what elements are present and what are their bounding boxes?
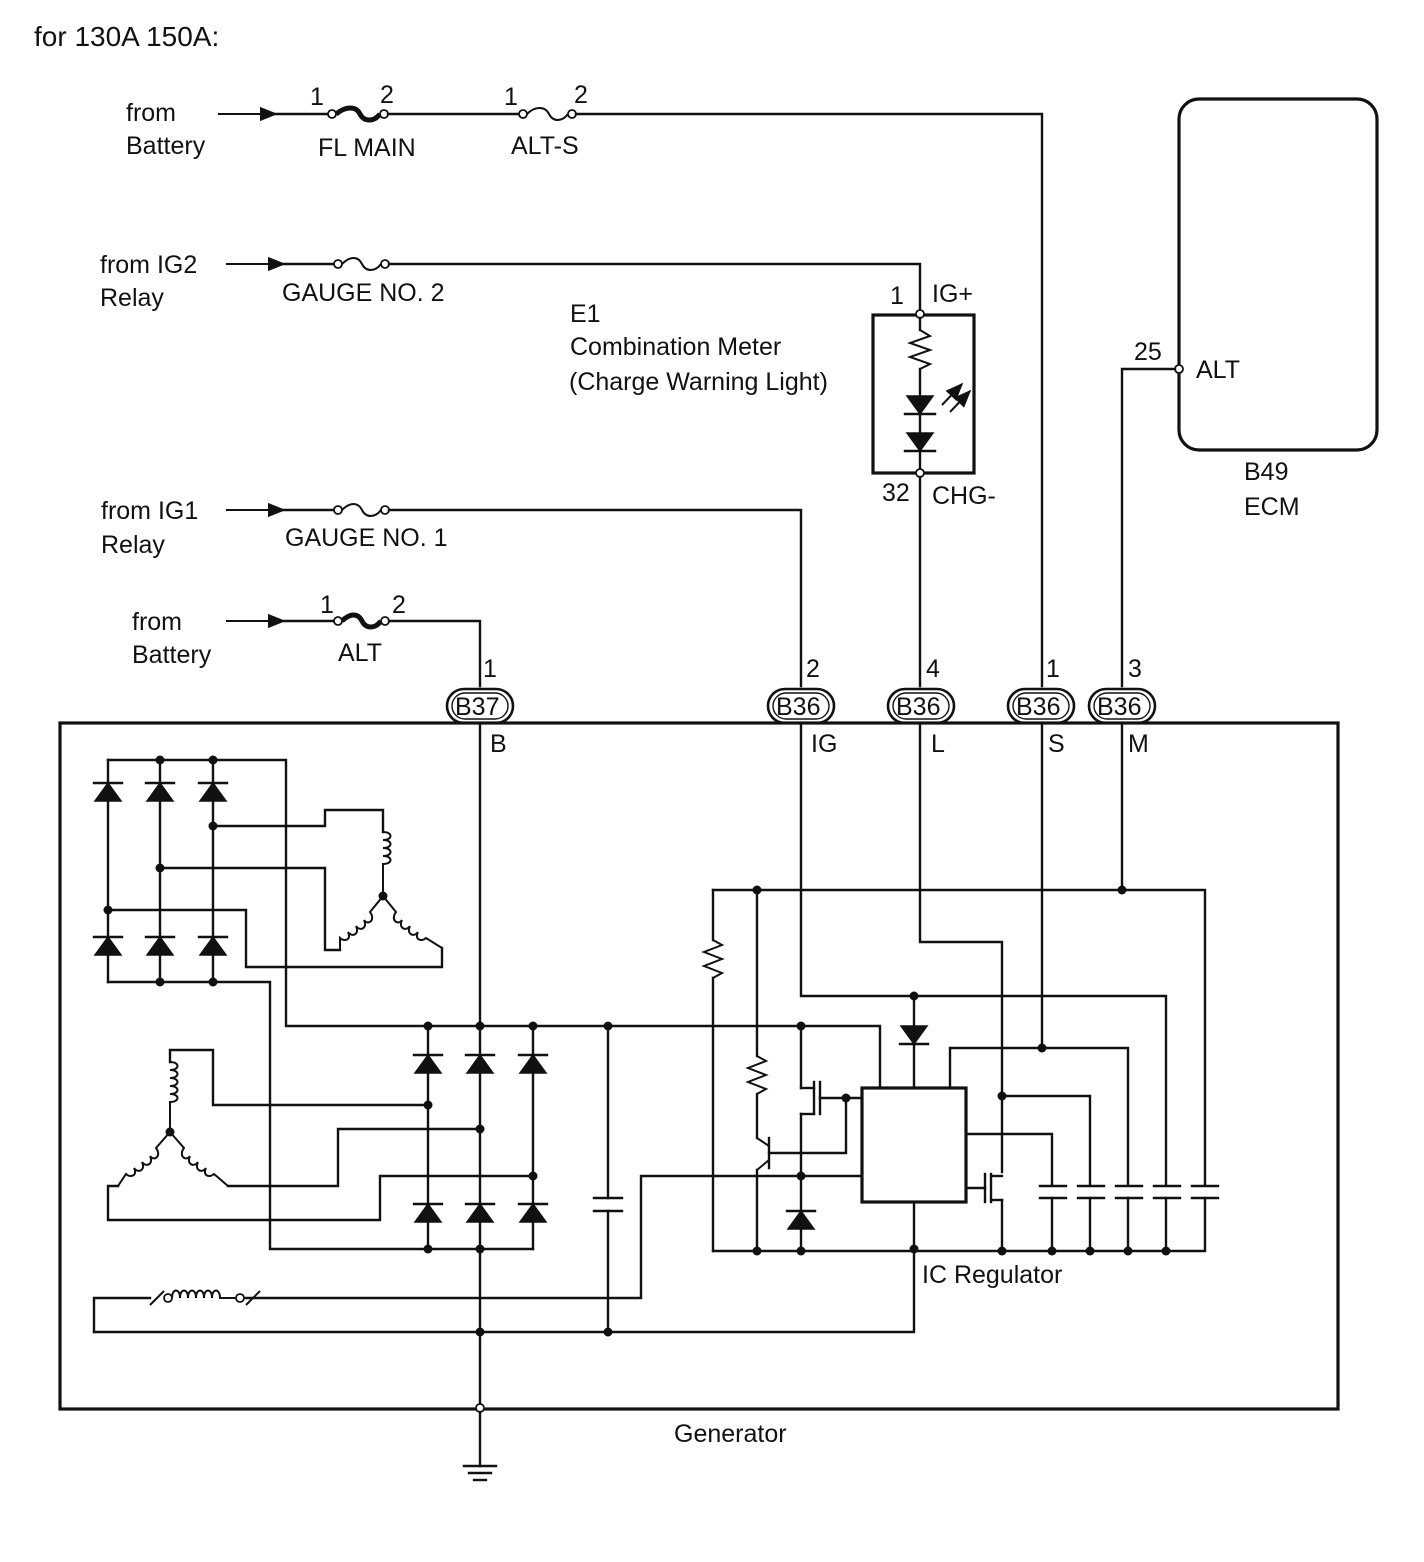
capacitor-bank-icon	[1038, 1184, 1220, 1200]
source-ig2-line2: Relay	[100, 284, 164, 312]
generator-box	[58, 721, 1340, 1411]
ecm-pin: 25	[1134, 338, 1162, 366]
source-ig1-line1: from IG1	[101, 497, 198, 525]
light-ray-icon	[941, 382, 964, 406]
charge-warning-lamp	[903, 309, 972, 478]
stator-coil-2-icon	[169, 1061, 179, 1132]
svg-text:1: 1	[483, 655, 497, 683]
wire-b	[387, 619, 482, 688]
connector-b37-pin-1: 1 B37 B	[445, 655, 515, 758]
fuse-gauge-no-2	[282, 257, 390, 271]
source-battery-2-line1: from	[132, 608, 182, 636]
svg-text:B37: B37	[455, 693, 499, 721]
svg-text:IG: IG	[811, 730, 837, 758]
generator-internal-wiring	[92, 721, 1220, 1482]
alt-pin-2: 2	[392, 591, 406, 619]
fuse-gauge-no-1	[282, 503, 390, 517]
meter-name: Combination Meter	[570, 333, 781, 361]
svg-text:S: S	[1048, 730, 1065, 758]
meter-pin-in-name: IG+	[932, 280, 973, 308]
gauge1-label: GAUGE NO. 1	[285, 524, 448, 552]
fl-main-pin-2: 2	[380, 81, 394, 109]
fuse-alt-s	[518, 107, 577, 121]
diagram-heading: for 130A 150A:	[34, 21, 219, 52]
svg-text:1: 1	[1046, 655, 1060, 683]
fl-main-label: FL MAIN	[318, 134, 416, 162]
svg-text:B: B	[490, 730, 507, 758]
ecm-box	[1177, 97, 1379, 452]
alt-s-pin-1: 1	[504, 83, 518, 111]
connector-b36-pin-4: 4 B36 L	[886, 655, 956, 758]
ic-regulator-box	[860, 1086, 968, 1204]
connector-b36-pin-2: 2 B36 IG	[766, 655, 837, 758]
svg-text:M: M	[1128, 730, 1149, 758]
alt-s-label: ALT-S	[511, 132, 579, 160]
meter-code: E1	[570, 300, 601, 328]
meter-pin-out-name: CHG-	[932, 482, 996, 510]
source-ig1-line2: Relay	[101, 531, 165, 559]
wire-ig1	[387, 508, 803, 688]
svg-text:B36: B36	[896, 693, 940, 721]
meter-pin-out: 32	[882, 479, 910, 507]
svg-text:4: 4	[926, 655, 940, 683]
source-battery-1-line1: from	[126, 99, 176, 127]
connector-b36-pin-1: 1 B36 S	[1006, 655, 1076, 758]
alt-s-pin-2: 2	[574, 81, 588, 109]
alt-label: ALT	[338, 639, 382, 667]
meter-pin-in: 1	[890, 282, 904, 310]
ecm-pin-name: ALT	[1196, 356, 1240, 384]
source-battery-1-line2: Battery	[126, 132, 206, 160]
fuse-alt	[282, 612, 390, 630]
svg-text:B36: B36	[776, 693, 820, 721]
stator-coil-icon	[382, 831, 392, 896]
gauge2-label: GAUGE NO. 2	[282, 279, 445, 307]
ecm-code: B49	[1244, 458, 1288, 486]
svg-text:L: L	[931, 730, 945, 758]
meter-sub: (Charge Warning Light)	[569, 368, 828, 396]
fuse-fl-main	[274, 105, 389, 123]
led-icon	[905, 395, 935, 416]
meter-resistor-icon	[906, 329, 934, 370]
meter-diode-icon	[905, 432, 935, 453]
svg-text:B36: B36	[1016, 693, 1060, 721]
resistor-icon	[701, 939, 725, 979]
ecm-name: ECM	[1244, 493, 1300, 521]
wire-m	[1120, 367, 1177, 688]
alt-pin-1: 1	[320, 591, 334, 619]
ic-regulator-label: IC Regulator	[922, 1261, 1062, 1289]
svg-text:B36: B36	[1097, 693, 1141, 721]
svg-text:3: 3	[1128, 655, 1142, 683]
light-ray-icon-2	[949, 389, 972, 413]
source-ig2-line1: from IG2	[100, 251, 197, 279]
generator-label: Generator	[674, 1420, 787, 1448]
fl-main-pin-1: 1	[310, 83, 324, 111]
svg-text:2: 2	[806, 655, 820, 683]
wire-s-sense	[574, 112, 1044, 688]
rotor-coil-icon	[171, 1289, 236, 1299]
source-battery-2-line2: Battery	[132, 641, 212, 669]
wire-ig2	[387, 262, 922, 312]
